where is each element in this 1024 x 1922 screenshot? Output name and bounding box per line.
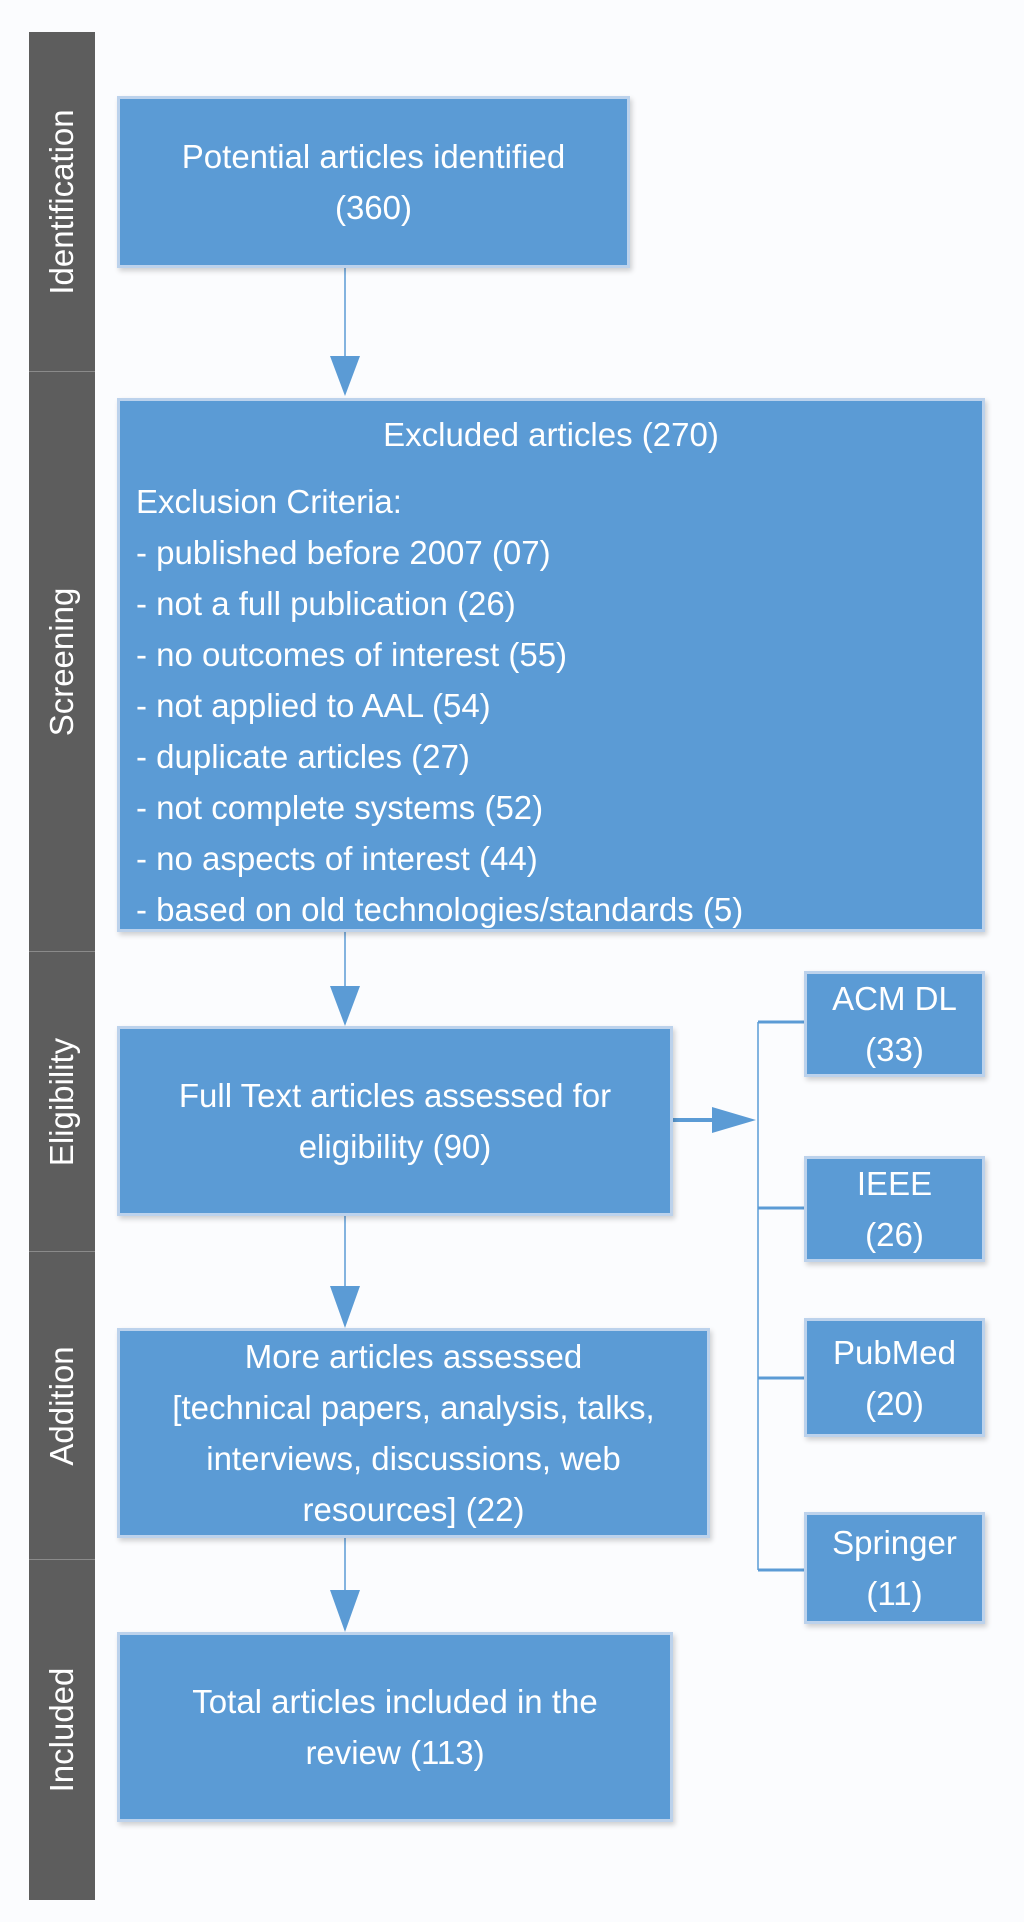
box-total-included: Total articles included in the review (1… xyxy=(117,1632,673,1822)
source-name: IEEE xyxy=(856,1165,933,1202)
more-articles-line-3: interviews, discussions, web xyxy=(206,1440,621,1477)
source-name: Springer xyxy=(832,1524,957,1561)
arrowhead-total xyxy=(330,1590,360,1632)
more-articles-line-4: resources] (22) xyxy=(302,1491,525,1528)
source-count: (26) xyxy=(865,1216,924,1253)
criteria-item: - no aspects of interest (44) xyxy=(136,840,538,877)
criteria-item: - no outcomes of interest (55) xyxy=(136,636,568,673)
source-count: (20) xyxy=(865,1384,924,1422)
source-name: ACM DL xyxy=(832,980,957,1017)
source-name: PubMed xyxy=(833,1333,956,1371)
criteria-item: - not applied to AAL (54) xyxy=(136,687,491,724)
stage-addition: Addition xyxy=(29,1252,95,1560)
box-identified: Potential articles identified (360) xyxy=(117,96,630,268)
arrowhead-sources xyxy=(712,1107,756,1133)
criteria-heading: Exclusion Criteria: xyxy=(136,483,402,520)
identified-line-1: Potential articles identified xyxy=(181,138,566,175)
criteria-item: - not a full publication (26) xyxy=(136,585,516,622)
criteria-item: - duplicate articles (27) xyxy=(136,738,470,775)
box-more-articles: More articles assessed [technical papers… xyxy=(117,1328,710,1538)
criteria-item: - based on old technologies/standards (5… xyxy=(136,891,744,928)
more-articles-line-2: [technical papers, analysis, talks, xyxy=(172,1389,655,1426)
source-box-springer: Springer (11) xyxy=(804,1512,985,1624)
box-excluded: Excluded articles (270) Exclusion Criter… xyxy=(117,398,985,932)
full-text-line-2: eligibility (90) xyxy=(298,1128,492,1165)
total-line-2: review (113) xyxy=(305,1734,485,1771)
source-count: (11) xyxy=(866,1575,923,1612)
source-box-acm-dl: ACM DL (33) xyxy=(804,971,985,1077)
box-full-text: Full Text articles assessed for eligibil… xyxy=(117,1026,673,1216)
identified-line-2: (360) xyxy=(334,189,413,226)
source-box-pubmed: PubMed (20) xyxy=(804,1318,985,1437)
excluded-title: Excluded articles (270) xyxy=(383,416,719,453)
more-articles-line-1: More articles assessed xyxy=(244,1338,583,1375)
arrowhead-fulltext xyxy=(330,986,360,1026)
stage-identification: Identification xyxy=(29,32,95,372)
arrowhead-excluded xyxy=(330,356,360,396)
criteria-item: - published before 2007 (07) xyxy=(136,534,551,571)
stage-screening: Screening xyxy=(29,372,95,952)
total-line-1: Total articles included in the xyxy=(192,1683,598,1720)
stage-included: Included xyxy=(29,1560,95,1900)
source-box-ieee: IEEE (26) xyxy=(804,1156,985,1262)
exclusion-criteria-list: Exclusion Criteria: - published before 2… xyxy=(120,476,982,935)
source-count: (33) xyxy=(865,1031,924,1068)
criteria-item: - not complete systems (52) xyxy=(136,789,544,826)
stage-eligibility: Eligibility xyxy=(29,952,95,1252)
arrowhead-more xyxy=(330,1286,360,1328)
full-text-line-1: Full Text articles assessed for xyxy=(178,1077,612,1114)
